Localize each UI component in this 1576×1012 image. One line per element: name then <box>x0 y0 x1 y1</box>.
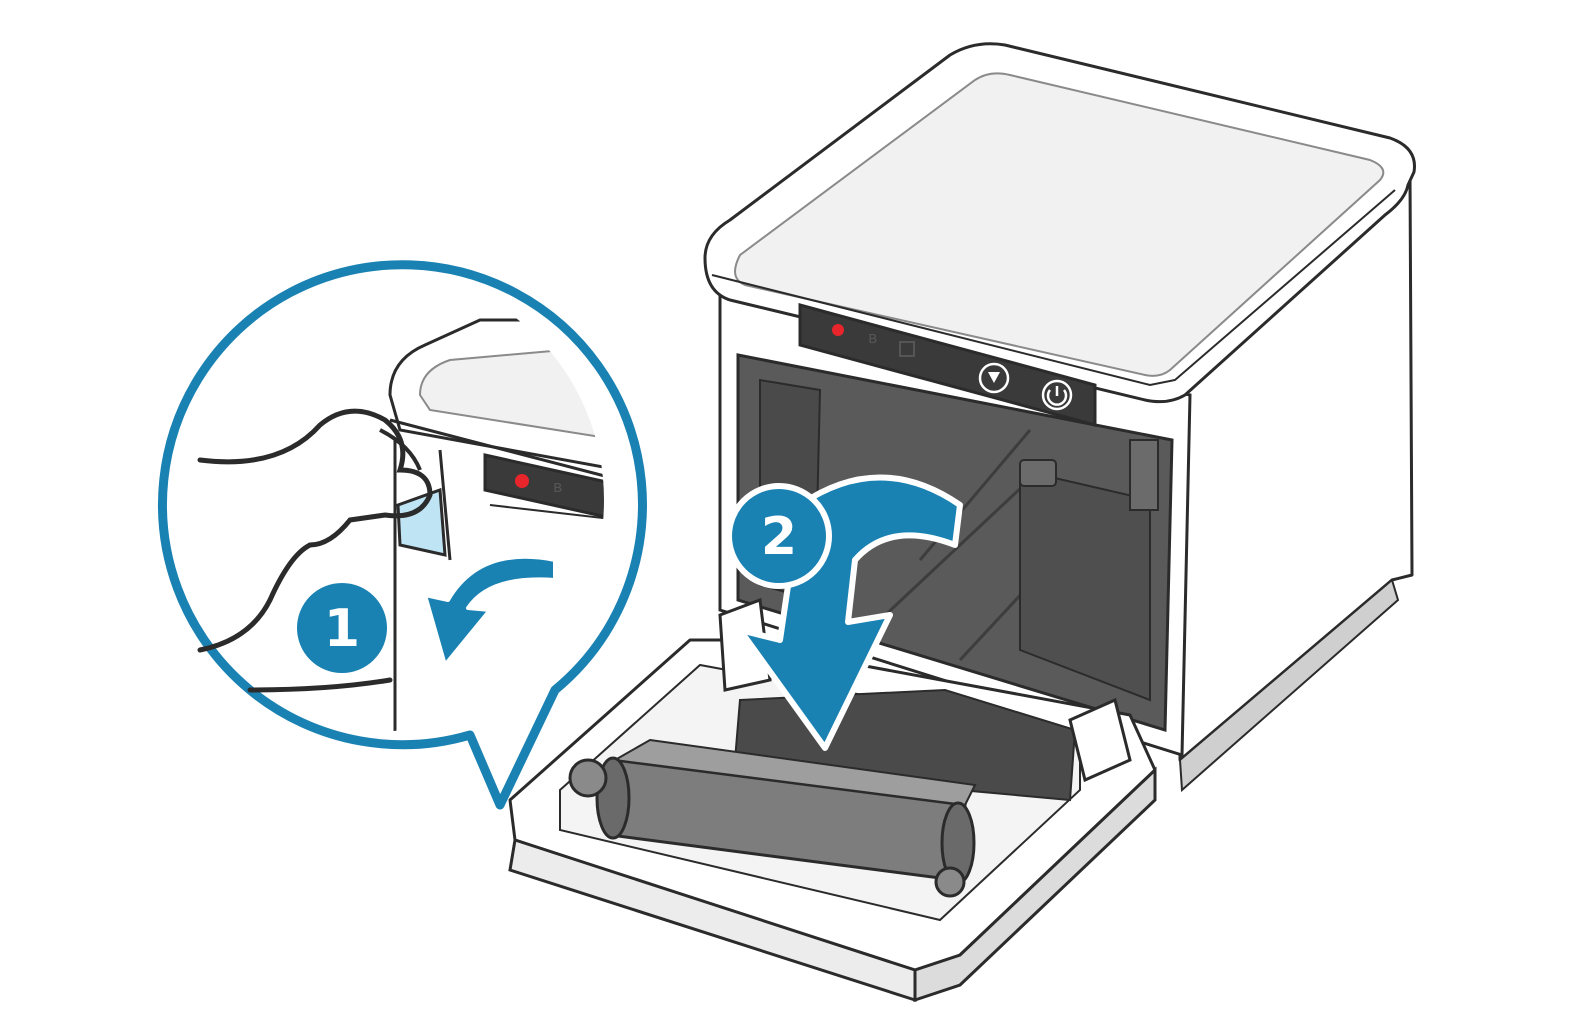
svg-text:ʙ: ʙ <box>553 477 562 496</box>
step-1-number: 1 <box>324 599 360 659</box>
step-2-badge: 2 <box>726 483 832 589</box>
step-1-callout: ʙ <box>158 260 647 810</box>
cover-latch <box>396 487 447 557</box>
step-2-number: 2 <box>761 507 797 567</box>
step-1-badge: 1 <box>291 577 393 679</box>
network-icon <box>899 341 915 357</box>
front-cover-open <box>508 597 1157 1003</box>
error-icon <box>832 324 844 336</box>
hand <box>197 408 433 548</box>
step-1-arrow <box>423 554 557 667</box>
control-panel <box>798 303 1097 427</box>
bluetooth-icon: ʙ <box>868 328 877 347</box>
